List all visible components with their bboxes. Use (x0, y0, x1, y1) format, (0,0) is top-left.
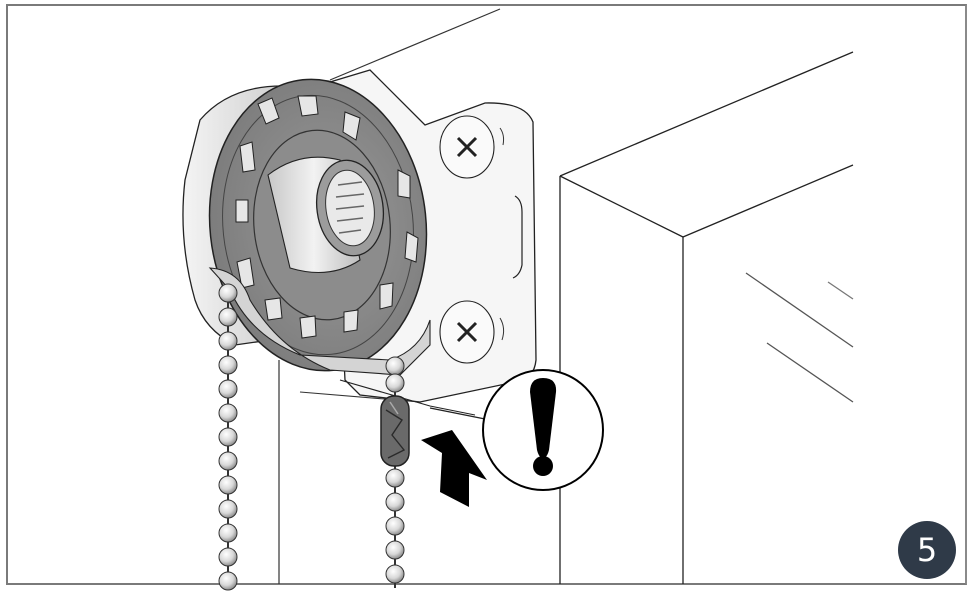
up-arrow-icon (421, 430, 487, 507)
step-number: 5 (916, 531, 938, 569)
wall-lines (278, 8, 501, 584)
warning-callout (482, 369, 604, 491)
callout-leader-line (429, 407, 491, 421)
screw-top (439, 115, 505, 179)
screw-bottom (439, 300, 505, 364)
control-mechanism (182, 78, 476, 416)
step-number-badge: 5 (898, 521, 956, 579)
wheel-slots (235, 95, 419, 339)
chain-connector-stop (380, 395, 410, 467)
exclamation-icon (530, 378, 557, 458)
window-frame (559, 51, 854, 584)
bead-chain-left (218, 283, 238, 591)
